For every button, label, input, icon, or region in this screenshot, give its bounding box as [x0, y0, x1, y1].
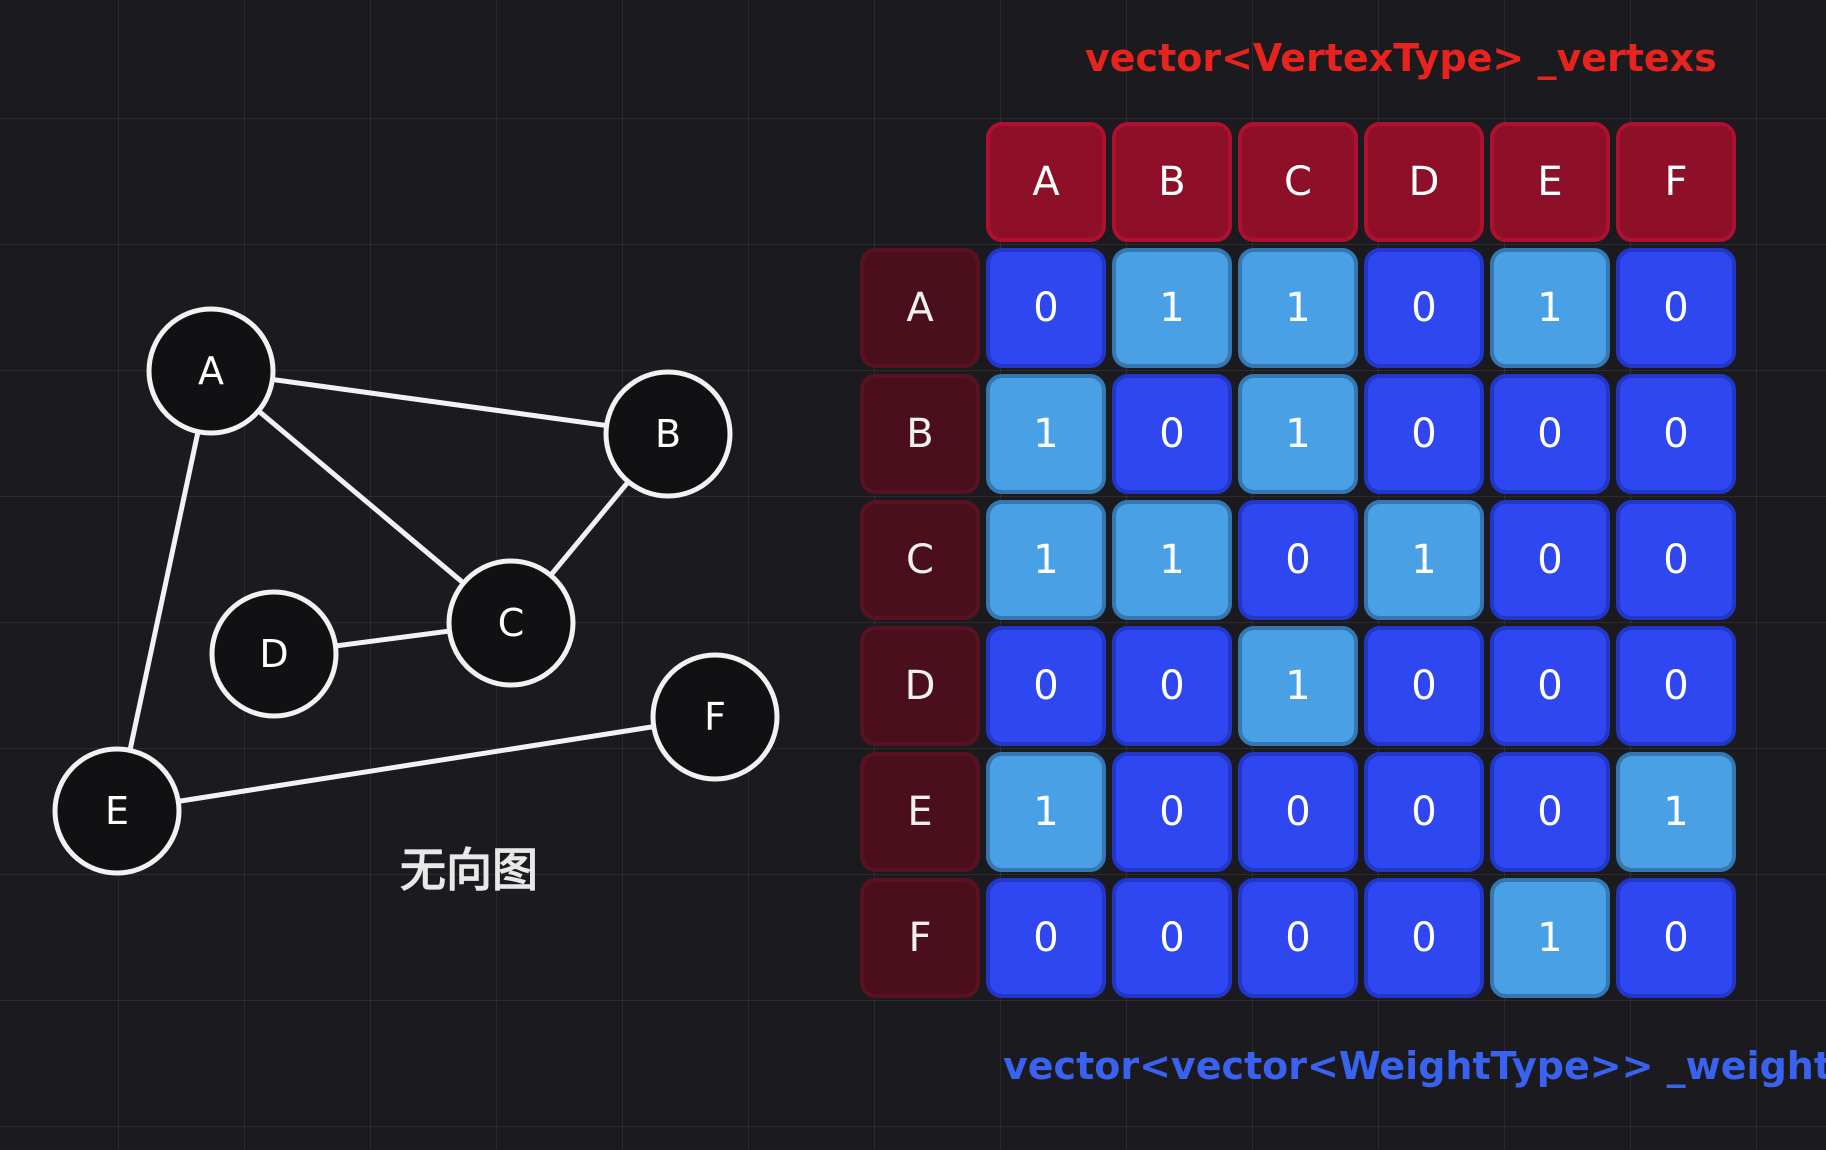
node-label: B [655, 412, 681, 456]
weight-cell-f-f: 0 [1616, 878, 1736, 998]
row-label-c: C [860, 500, 980, 620]
weight-matrix-caption: vector<vector<WeightType>> _weights [1003, 1044, 1826, 1088]
node-circle [446, 558, 576, 688]
weight-cell-c-d: 1 [1364, 500, 1484, 620]
row-label-a: A [860, 248, 980, 368]
weight-cell-f-c: 0 [1238, 878, 1358, 998]
node-e: E [52, 746, 182, 876]
weight-cell-e-c: 0 [1238, 752, 1358, 872]
weight-cell-b-b: 0 [1112, 374, 1232, 494]
weight-cell-d-d: 0 [1364, 626, 1484, 746]
row-label-f: F [860, 878, 980, 998]
weight-cell-c-c: 0 [1238, 500, 1358, 620]
weight-cell-a-b: 1 [1112, 248, 1232, 368]
node-circle [146, 306, 276, 436]
weight-cell-b-f: 0 [1616, 374, 1736, 494]
node-label: E [105, 789, 129, 833]
weight-cell-e-d: 0 [1364, 752, 1484, 872]
weight-cell-a-c: 1 [1238, 248, 1358, 368]
weight-cell-b-c: 1 [1238, 374, 1358, 494]
vertex-header-b: B [1112, 122, 1232, 242]
node-circle [52, 746, 182, 876]
weight-cell-f-e: 1 [1490, 878, 1610, 998]
vertex-header-a: A [986, 122, 1106, 242]
weight-cell-c-e: 0 [1490, 500, 1610, 620]
weight-cell-c-a: 1 [986, 500, 1106, 620]
node-d: D [209, 589, 339, 719]
weight-cell-e-e: 0 [1490, 752, 1610, 872]
node-c: C [446, 558, 576, 688]
node-circle [650, 652, 780, 782]
weight-cell-f-a: 0 [986, 878, 1106, 998]
undirected-graph: A B C D E F [52, 306, 780, 876]
node-f: F [650, 652, 780, 782]
weight-cell-d-f: 0 [1616, 626, 1736, 746]
node-circle [603, 369, 733, 499]
vertex-header-e: E [1490, 122, 1610, 242]
weight-cell-a-d: 0 [1364, 248, 1484, 368]
node-b: B [603, 369, 733, 499]
node-label: D [259, 632, 288, 676]
weight-cell-d-a: 0 [986, 626, 1106, 746]
weight-cell-e-b: 0 [1112, 752, 1232, 872]
row-label-e: E [860, 752, 980, 872]
node-label: C [498, 601, 525, 645]
weight-cell-b-e: 0 [1490, 374, 1610, 494]
weight-cell-d-b: 0 [1112, 626, 1232, 746]
weight-cell-e-f: 1 [1616, 752, 1736, 872]
weight-cell-d-e: 0 [1490, 626, 1610, 746]
weight-cell-a-e: 1 [1490, 248, 1610, 368]
graph-title: 无向图 [400, 843, 538, 897]
vertex-header-c: C [1238, 122, 1358, 242]
edge-a-c [209, 369, 513, 625]
weight-cell-f-d: 0 [1364, 878, 1484, 998]
weight-cell-c-f: 0 [1616, 500, 1736, 620]
weight-cell-e-a: 1 [986, 752, 1106, 872]
weight-cell-f-b: 0 [1112, 878, 1232, 998]
weight-cell-b-a: 1 [986, 374, 1106, 494]
row-label-b: B [860, 374, 980, 494]
weight-cell-b-d: 0 [1364, 374, 1484, 494]
node-a: A [146, 306, 276, 436]
weight-cell-d-c: 1 [1238, 626, 1358, 746]
edge-a-b [210, 368, 669, 437]
vertex-vector-caption: vector<VertexType> _vertexs [1085, 36, 1717, 80]
vertex-header-f: F [1616, 122, 1736, 242]
row-label-d: D [860, 626, 980, 746]
weight-cell-a-a: 0 [986, 248, 1106, 368]
vertex-header-d: D [1364, 122, 1484, 242]
node-circle [209, 589, 339, 719]
edge-a-e [114, 370, 214, 812]
edge-e-f [116, 714, 716, 814]
weight-cell-a-f: 0 [1616, 248, 1736, 368]
node-label: F [704, 695, 726, 739]
node-label: A [198, 349, 224, 393]
weight-cell-c-b: 1 [1112, 500, 1232, 620]
